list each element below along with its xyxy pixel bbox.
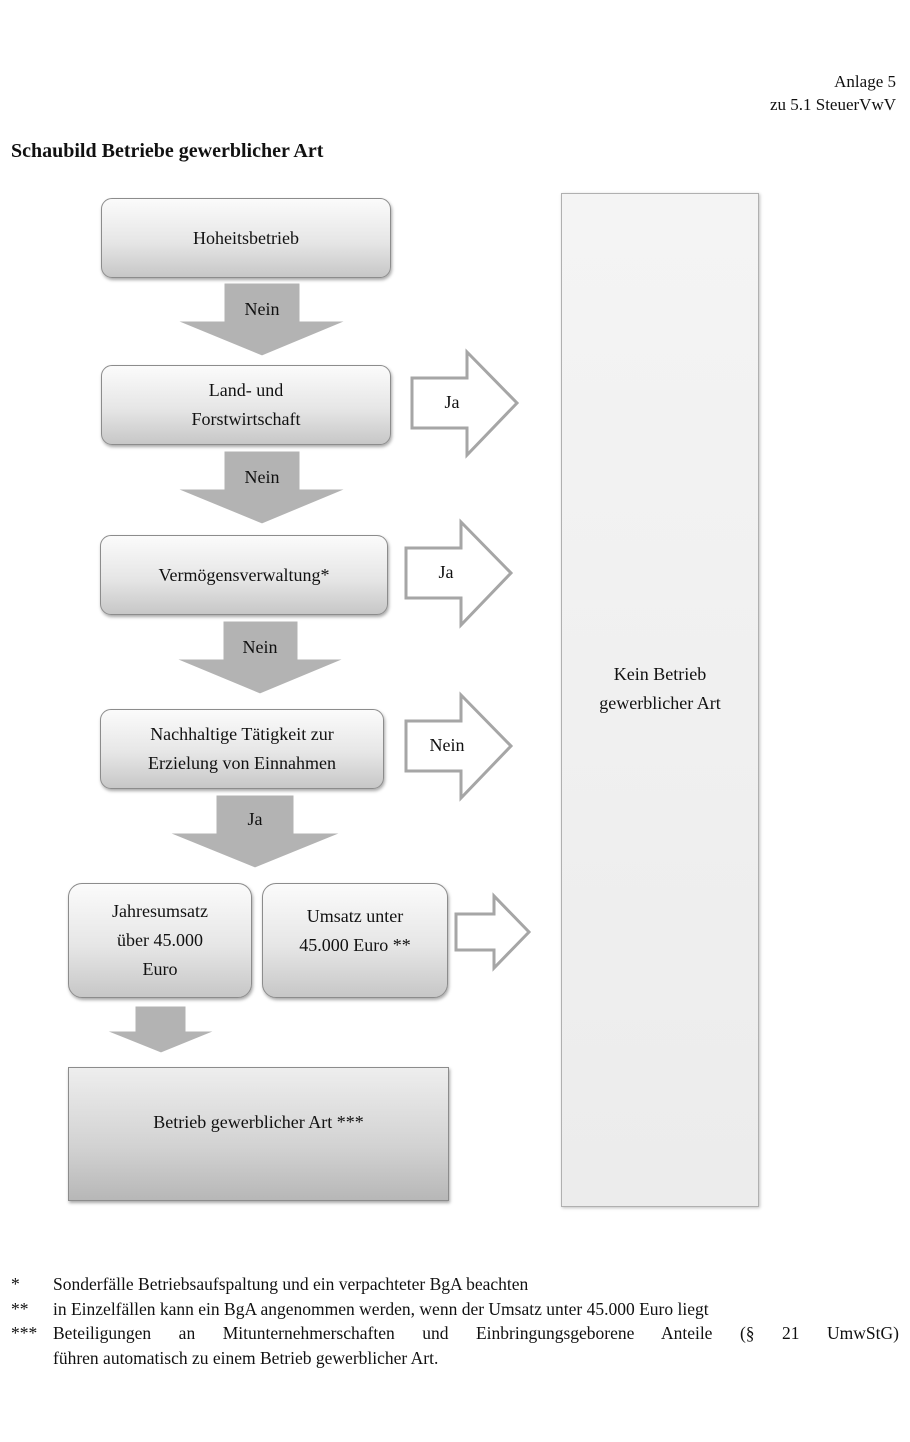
box-nachhaltige-taetigkeit-line-1: Nachhaltige Tätigkeit zur (150, 724, 334, 744)
footnote-1-text: Sonderfälle Betriebsaufspaltung und ein … (53, 1274, 529, 1294)
box-umsatz-unter: Umsatz unter 45.000 Euro ** (262, 883, 448, 998)
right-arrow-1: Ja (410, 348, 520, 459)
box-jahresumsatz-ueber: Jahresumsatz über 45.000 Euro (68, 883, 252, 998)
box-land-forstwirtschaft: Land- und Forstwirtschaft (101, 365, 391, 445)
down-arrow-2-label: Nein (245, 467, 280, 487)
down-arrow-3: Nein (170, 618, 350, 697)
box-jahresumsatz-ueber-line-3: Euro (142, 959, 178, 979)
box-vermoegensverwaltung: Vermögensverwaltung* (100, 535, 388, 615)
right-arrow-2-label: Ja (439, 562, 454, 582)
footnote-3-mark: *** (11, 1323, 38, 1343)
box-hoheitsbetrieb: Hoheitsbetrieb (101, 198, 391, 278)
down-arrow-1: Nein (171, 280, 352, 359)
footnote-2: ** in Einzelfällen kann ein BgA angenomm… (11, 1297, 899, 1322)
annex-line-2: zu 5.1 SteuerVwV (769, 95, 896, 114)
right-arrow-4 (454, 892, 532, 972)
footnotes: * Sonderfälle Betriebsaufspaltung und ei… (11, 1272, 899, 1370)
annex-line-1: Anlage 5 (834, 72, 896, 91)
annex-reference: Anlage 5 zu 5.1 SteuerVwV (770, 70, 896, 116)
box-nachhaltige-taetigkeit-line-2: Erzielung von Einnahmen (148, 753, 336, 773)
box-umsatz-unter-line-1: Umsatz unter (306, 906, 404, 926)
box-kein-betrieb-line-1: Kein Betrieb (613, 664, 707, 684)
footnote-3-text-line-2: führen automatisch zu einem Betrieb gewe… (53, 1347, 439, 1368)
down-arrow-4-label: Ja (248, 809, 263, 829)
down-arrow-2: Nein (171, 448, 352, 527)
down-arrow-4: Ja (163, 792, 347, 871)
footnote-1: * Sonderfälle Betriebsaufspaltung und ei… (11, 1272, 899, 1297)
box-land-forstwirtschaft-line-1: Land- und (208, 380, 284, 400)
box-kein-betrieb-line-2: gewerblicher Art (599, 693, 721, 713)
down-arrow-3-label: Nein (243, 637, 278, 657)
right-arrow-2: Ja (404, 518, 514, 629)
down-arrow-5 (100, 1003, 221, 1056)
box-jahresumsatz-ueber-line-2: über 45.000 (117, 930, 203, 950)
box-land-forstwirtschaft-line-2: Forstwirtschaft (191, 409, 301, 429)
box-nachhaltige-taetigkeit: Nachhaltige Tätigkeit zur Erzielung von … (100, 709, 384, 789)
footnote-3-text-line-1: Beteiligungen an Mitunternehmerschaften … (53, 1323, 899, 1343)
right-arrow-1-label: Ja (445, 392, 460, 412)
page-title: Schaubild Betriebe gewerblicher Art (11, 140, 324, 162)
footnote-2-mark: ** (11, 1298, 29, 1319)
down-arrow-1-label: Nein (245, 299, 280, 319)
box-betrieb-gewerblicher-art-text: Betrieb gewerblicher Art *** (153, 1112, 364, 1132)
right-arrow-3: Nein (404, 691, 514, 802)
footnote-2-text: in Einzelfällen kann ein BgA angenommen … (53, 1298, 709, 1319)
box-betrieb-gewerblicher-art: Betrieb gewerblicher Art *** (68, 1067, 449, 1201)
footnote-1-mark: * (11, 1274, 20, 1294)
footnote-3: *** Beteiligungen an Mitunternehmerschaf… (11, 1321, 899, 1370)
box-jahresumsatz-ueber-line-1: Jahresumsatz (112, 901, 208, 921)
box-kein-betrieb: Kein Betrieb gewerblicher Art (561, 193, 759, 1207)
box-hoheitsbetrieb-text: Hoheitsbetrieb (193, 227, 299, 248)
right-arrow-3-label: Nein (430, 735, 465, 755)
box-umsatz-unter-line-2: 45.000 Euro ** (299, 935, 411, 955)
box-vermoegensverwaltung-text: Vermögensverwaltung* (158, 564, 330, 585)
